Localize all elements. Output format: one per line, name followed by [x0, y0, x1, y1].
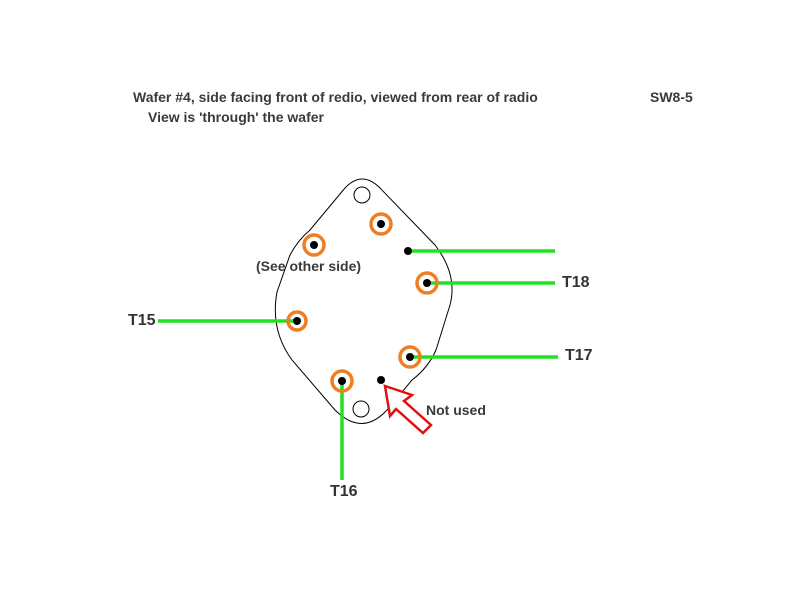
- diagram-subtitle: View is 'through' the wafer: [148, 109, 324, 125]
- not-used-arrow-icon: [383, 384, 433, 435]
- contact-ring-t15: [286, 310, 308, 332]
- terminal-label-t17: T17: [565, 347, 593, 364]
- contact-dot: [404, 247, 412, 255]
- contact-ring-t17: [398, 345, 422, 369]
- contact-ring-t18: [415, 271, 439, 295]
- contact-dot: [423, 279, 431, 287]
- contact-dot: [377, 220, 385, 228]
- contact-dot: [293, 317, 301, 325]
- see-other-side-note: (See other side): [256, 258, 362, 274]
- contact-ring-t16: [330, 369, 354, 393]
- contact-ring-top: [369, 212, 393, 236]
- terminal-label-t18: T18: [562, 274, 590, 291]
- terminal-label-t16: T16: [330, 483, 358, 500]
- terminal-label-t15: T15: [128, 312, 156, 329]
- contact-ring-upper-left: [302, 233, 326, 257]
- mounting-hole-top: [353, 186, 371, 204]
- contact-dot: [338, 377, 346, 385]
- not-used-label: Not used: [426, 402, 486, 418]
- contact-dot-not-used: [377, 376, 385, 384]
- mounting-hole-bottom: [352, 400, 370, 418]
- reference-code: SW8-5: [650, 89, 693, 105]
- wafer-outline: [274, 178, 453, 424]
- contact-dot: [406, 353, 414, 361]
- diagram-title: Wafer #4, side facing front of redio, vi…: [133, 89, 538, 105]
- contact-dot: [310, 241, 318, 249]
